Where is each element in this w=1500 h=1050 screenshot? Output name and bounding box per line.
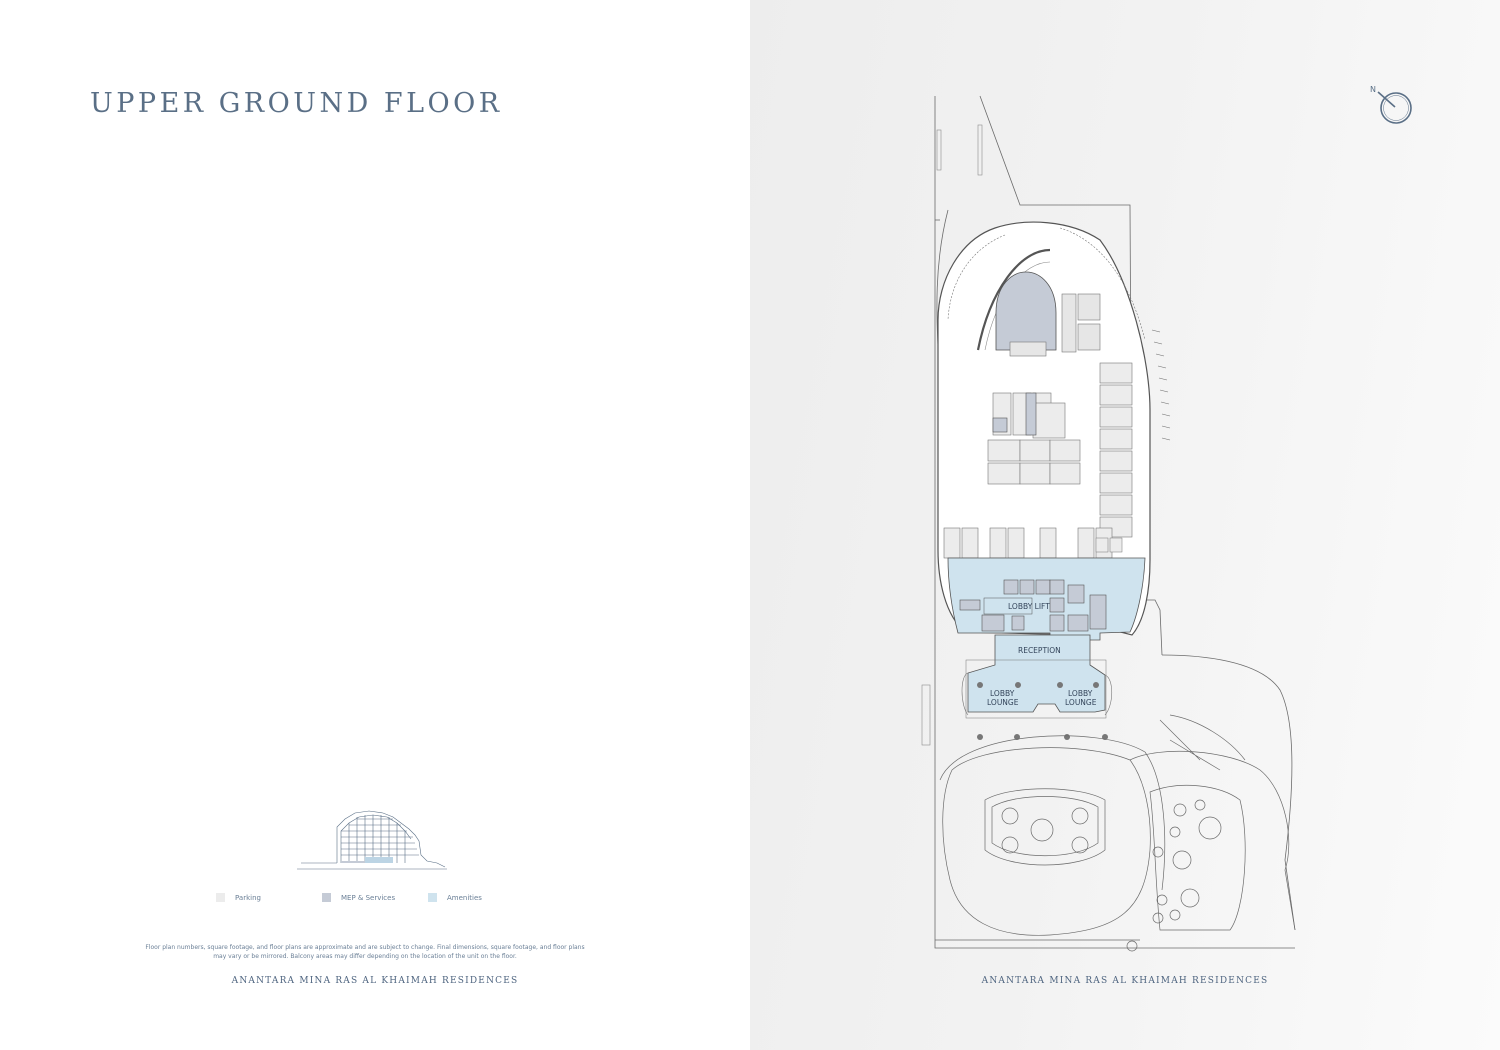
legend-label-parking: Parking xyxy=(235,893,261,902)
footer-right: ANANTARA MINA RAS AL KHAIMAH RESIDENCES xyxy=(981,976,1269,986)
label-reception: RECEPTION xyxy=(1018,646,1061,655)
disclaimer: Floor plan numbers, square footage, and … xyxy=(140,944,590,961)
legend-label-amenities: Amenities xyxy=(447,893,482,902)
label-lobby-lounge-right-2: LOUNGE xyxy=(1065,698,1097,707)
right-page: N xyxy=(750,0,1500,1050)
left-page: UPPER GROUND FLOOR xyxy=(90,88,590,986)
floor-plan: LOBBY LIFT RECEPTION LOBBY LOUNGE LOBBY … xyxy=(921,95,1296,952)
legend-item-parking: Parking xyxy=(216,893,261,902)
label-lobby-lounge-left-1: LOBBY xyxy=(990,689,1015,698)
footer-left: ANANTARA MINA RAS AL KHAIMAH RESIDENCES xyxy=(231,976,519,986)
landscape-dropoff xyxy=(935,714,1296,952)
compass-label: N xyxy=(1370,85,1376,94)
compass-north-icon: N xyxy=(1370,85,1412,124)
legend-swatch-amenities xyxy=(428,893,437,902)
legend-swatch-parking xyxy=(216,893,225,902)
legend-swatch-mep xyxy=(322,893,331,902)
building-section-elevation xyxy=(297,810,447,870)
legend-label-mep: MEP & Services xyxy=(341,893,396,902)
label-lobby-lounge-left-2: LOUNGE xyxy=(987,698,1019,707)
page-title: UPPER GROUND FLOOR xyxy=(90,88,503,119)
label-lobby-lift: LOBBY LIFT xyxy=(1008,602,1050,611)
label-lobby-lounge-right-1: LOBBY xyxy=(1068,689,1093,698)
legend-item-amenities: Amenities xyxy=(428,893,482,902)
disclaimer-line-1: Floor plan numbers, square footage, and … xyxy=(145,944,585,951)
legend-item-mep: MEP & Services xyxy=(322,893,395,902)
disclaimer-line-2: may vary or be mirrored. Balcony areas m… xyxy=(213,952,517,960)
